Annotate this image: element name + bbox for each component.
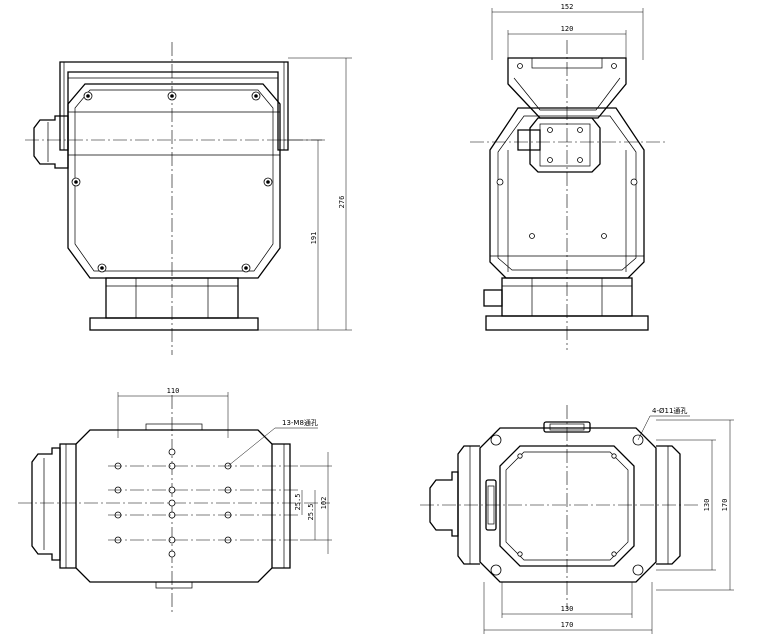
dim-front-height-center: 191 xyxy=(310,232,318,245)
dim-bottom-width-outer: 170 xyxy=(561,621,574,629)
bottom-view: 4-Ø11通孔 130 170 130 170 xyxy=(420,405,734,634)
dim-bottom-width-inner: 130 xyxy=(561,605,574,613)
note-top-holes: 13-M8通孔 xyxy=(282,418,318,427)
dim-top-b: 25.5 xyxy=(307,504,315,521)
dim-top-width: 110 xyxy=(167,387,180,395)
dim-front-height-total: 276 xyxy=(338,196,346,209)
side-view: 152 120 xyxy=(470,3,665,350)
top-view: 110 13-M8通孔 25.5 25.5 102 xyxy=(18,387,332,615)
dim-side-width-outer: 152 xyxy=(561,3,574,11)
dim-top-a: 25.5 xyxy=(294,494,302,511)
dim-side-width-inner: 120 xyxy=(561,25,574,33)
dim-bottom-height-outer: 170 xyxy=(721,499,729,512)
dim-bottom-height-inner: 130 xyxy=(703,499,711,512)
dim-top-c: 102 xyxy=(320,497,328,510)
front-view: 276 191 xyxy=(25,42,352,355)
note-bottom-holes: 4-Ø11通孔 xyxy=(652,406,687,415)
